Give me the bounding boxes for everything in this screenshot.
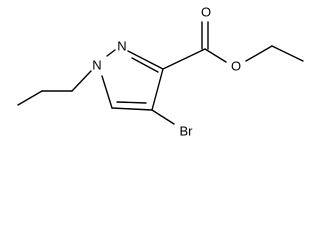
bond-c4-c5-inner [116,101,147,104]
bond-c3-c4 [151,68,164,111]
atom-label-br: Br [180,124,194,139]
bond-propyl-c1-n1 [71,70,92,92]
atom-label-n2: N [117,39,126,54]
bond-n1-n2 [106,49,116,57]
chemical-structure-diagram: N N O O Br [17,5,304,139]
atom-label-o-carbonyl: O [201,5,211,20]
bond-propyl-c3-c2 [17,90,43,106]
bond-carbonyl-o-ester [204,48,227,63]
bond-ethyl-c1-c2 [271,45,304,62]
bond-o-ester-ethyl [245,45,273,62]
bond-c3-carbonyl [162,48,206,70]
bond-n2-c3-outer [127,50,164,70]
atom-label-o-ester: O [231,59,241,74]
bond-c4-br [151,109,175,125]
bond-n2-c3-inner [131,57,159,73]
atom-label-n1: N [92,58,101,73]
bond-c5-n1 [101,75,113,109]
bond-c4-c5-outer [111,107,153,111]
